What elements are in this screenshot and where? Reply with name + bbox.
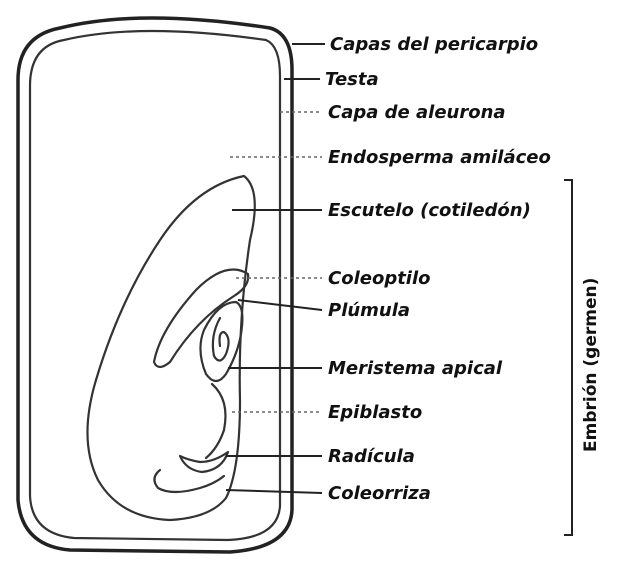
testa-outline <box>30 31 280 540</box>
escutelo-shape <box>87 176 254 520</box>
label-capas-pericarpio: Capas del pericarpio <box>330 34 538 55</box>
label-coleorriza: Coleorriza <box>328 483 431 504</box>
label-testa: Testa <box>325 69 379 90</box>
label-plumula: Plúmula <box>328 300 410 321</box>
plumula-shape <box>200 302 242 381</box>
label-meristema: Meristema apical <box>328 358 503 379</box>
label-coleoptilo: Coleoptilo <box>328 268 431 289</box>
leader-coleorriza <box>226 490 322 493</box>
radicula-shape <box>180 452 228 472</box>
meristema-shape <box>213 318 229 361</box>
epiblasto-shape <box>206 384 226 458</box>
label-embrion: Embrión (germen) <box>581 278 601 452</box>
label-escutelo: Escutelo (cotiledón) <box>328 200 531 221</box>
label-radicula: Radícula <box>328 446 415 467</box>
pericarp-outline <box>18 18 292 552</box>
embrion-bracket <box>564 180 572 535</box>
label-epiblasto: Epiblasto <box>328 402 422 423</box>
label-capa-aleurona: Capa de aleurona <box>328 102 506 123</box>
coleorriza-shape <box>154 470 224 492</box>
label-endosperma: Endosperma amiláceo <box>328 147 551 168</box>
